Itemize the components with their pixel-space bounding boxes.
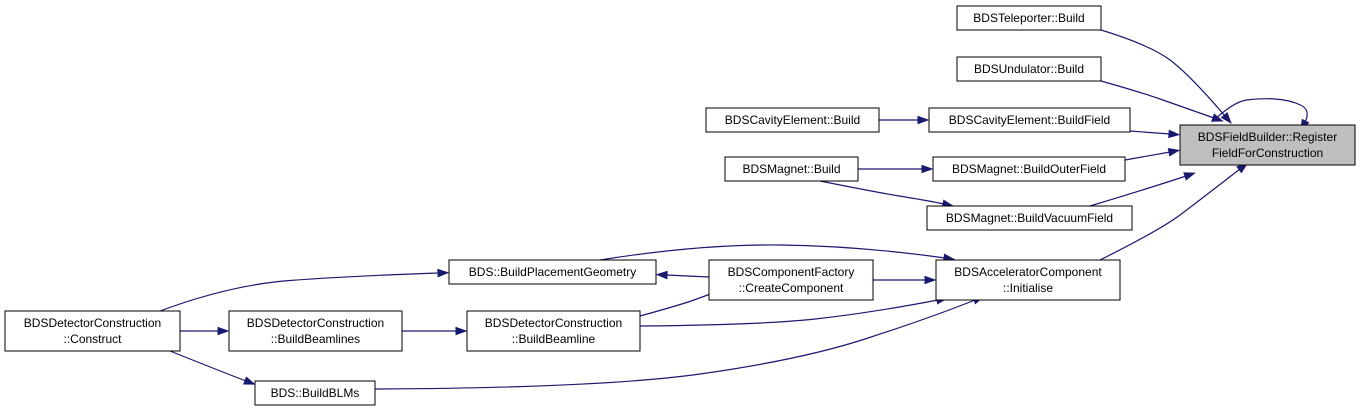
node-box — [1179, 124, 1356, 166]
node-det-beamlines[interactable]: BDSDetectorConstruction::BuildBeamlines — [228, 310, 403, 352]
node-cavity-build[interactable]: BDSCavityElement::Build — [705, 107, 880, 133]
node-label: ::Initialise — [1003, 281, 1053, 295]
node-box — [956, 56, 1102, 82]
node-label: BDSMagnet::Build — [742, 162, 840, 176]
node-label: ::CreateComponent — [739, 281, 844, 295]
node-box — [724, 156, 859, 182]
node-box — [254, 380, 376, 406]
edge-magnet_build-to-magnet_vacuum — [819, 180, 955, 208]
node-label: BDSDetectorConstruction — [247, 316, 384, 330]
node-label: BDSMagnet::BuildVacuumField — [946, 211, 1113, 225]
node-magnet-vacuum[interactable]: BDSMagnet::BuildVacuumField — [926, 205, 1133, 231]
node-label: BDSCavityElement::Build — [725, 113, 860, 127]
node-label: ::BuildBeamlines — [271, 332, 360, 346]
node-box — [228, 310, 403, 352]
node-label: BDSDetectorConstruction — [24, 316, 161, 330]
node-box — [708, 259, 874, 301]
node-label: BDSUndulator::Build — [974, 62, 1084, 76]
node-blms[interactable]: BDS::BuildBLMs — [254, 380, 376, 406]
node-box — [4, 310, 181, 352]
node-box — [932, 156, 1126, 182]
edge-factory-to-acc_init — [873, 275, 937, 285]
node-box — [466, 310, 641, 352]
node-det-beamline[interactable]: BDSDetectorConstruction::BuildBeamline — [466, 310, 641, 352]
edge-magnet_outer-to-root — [1124, 148, 1181, 161]
edge-det_beamline-to-acc_init — [639, 296, 949, 327]
node-factory[interactable]: BDSComponentFactory::CreateComponent — [708, 259, 874, 301]
node-undulator[interactable]: BDSUndulator::Build — [956, 56, 1102, 82]
node-label: BDSTeleporter::Build — [973, 11, 1084, 25]
node-box — [935, 259, 1121, 301]
edge-undulator-to-root — [1100, 80, 1224, 122]
node-label: ::Construct — [63, 332, 122, 346]
node-root[interactable]: BDSFieldBuilder::RegisterFieldForConstru… — [1179, 124, 1356, 166]
node-magnet-build[interactable]: BDSMagnet::Build — [724, 156, 859, 182]
node-label: BDSFieldBuilder::Register — [1198, 130, 1337, 144]
node-acc-init[interactable]: BDSAcceleratorComponent::Initialise — [935, 259, 1121, 301]
node-box — [448, 259, 657, 285]
nodes: BDSFieldBuilder::RegisterFieldForConstru… — [4, 5, 1356, 406]
node-label: BDS::BuildBLMs — [271, 386, 360, 400]
node-box — [705, 107, 880, 133]
node-teleporter[interactable]: BDSTeleporter::Build — [956, 5, 1102, 31]
edge-factory-to-placement — [655, 270, 710, 280]
node-cavity-buildfield[interactable]: BDSCavityElement::BuildField — [928, 107, 1131, 133]
node-box — [926, 205, 1133, 231]
edge-teleporter-to-root — [1100, 29, 1232, 124]
node-placement[interactable]: BDS::BuildPlacementGeometry — [448, 259, 657, 285]
node-box — [956, 5, 1102, 31]
edge-cavity_buildfield-to-root — [1129, 129, 1181, 139]
edge-placement-to-acc_init — [599, 244, 956, 263]
edge-blms-to-acc_init — [374, 296, 985, 390]
node-label: BDSDetectorConstruction — [485, 316, 622, 330]
node-box — [928, 107, 1131, 133]
edge-cavity_build-to-cavity_buildfield — [879, 115, 930, 125]
edge-det_construct-to-blms — [169, 350, 256, 385]
edge-det_construct-to-placement — [159, 268, 450, 312]
node-label: BDSCavityElement::BuildField — [949, 113, 1110, 127]
node-magnet-outer[interactable]: BDSMagnet::BuildOuterField — [932, 156, 1126, 182]
node-det-construct[interactable]: BDSDetectorConstruction::Construct — [4, 310, 181, 352]
node-label: ::BuildBeamline — [512, 332, 596, 346]
node-label: BDSAcceleratorComponent — [954, 265, 1102, 279]
edge-magnet_vacuum-to-root — [1089, 172, 1196, 207]
node-label: BDSComponentFactory — [728, 265, 855, 279]
edge-det_construct-to-det_beamlines — [180, 326, 230, 336]
node-label: BDSMagnet::BuildOuterField — [952, 162, 1106, 176]
edge-magnet_build-to-magnet_outer — [858, 164, 934, 174]
node-label: FieldForConstruction — [1212, 146, 1323, 160]
edge-det_beamlines-to-det_beamline — [402, 326, 468, 336]
node-label: BDS::BuildPlacementGeometry — [469, 265, 636, 279]
